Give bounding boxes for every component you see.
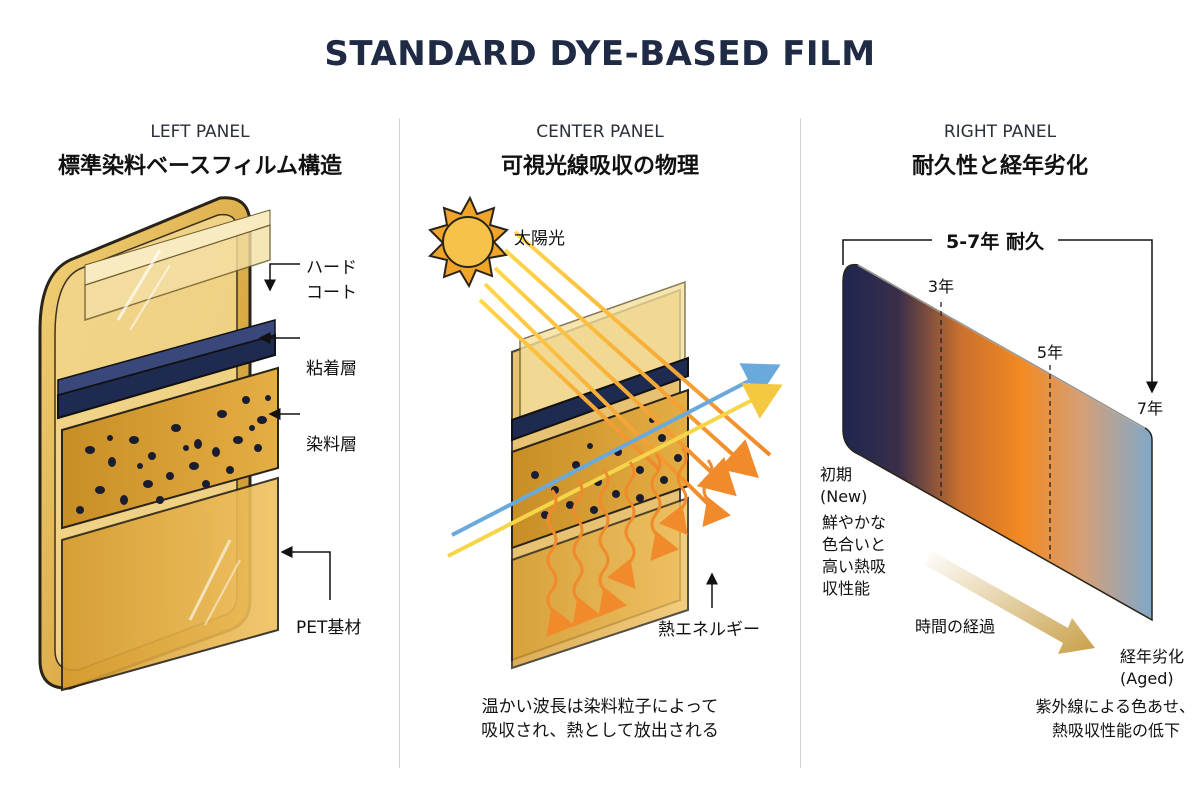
center-panel-title: 可視光線吸収の物理 [500, 154, 699, 179]
sun-icon [428, 195, 509, 289]
divider-left [399, 118, 400, 768]
label-new-3: 鮮やかな [822, 513, 886, 532]
label-hardcoat-2: コート [306, 283, 357, 303]
label-pet: PET基材 [296, 618, 361, 638]
absorption-illustration [428, 195, 783, 670]
label-new-5: 高い熱吸 [822, 557, 886, 576]
label-heat-energy: 熱エネルギー [658, 620, 760, 640]
divider-right [800, 118, 801, 768]
label-aged-4: 熱吸収性能の低下 [1052, 721, 1180, 740]
label-sunlight: 太陽光 [514, 229, 565, 249]
right-panel-label: RIGHT PANEL [943, 122, 1057, 142]
center-caption-line-1: 温かい波長は染料粒子によって [482, 697, 719, 717]
label-adhesive: 粘着層 [306, 359, 357, 379]
label-aged-3: 紫外線による色あせ、 [1035, 697, 1195, 716]
left-panel-label: LEFT PANEL [150, 122, 250, 142]
label-dye-layer: 染料層 [306, 435, 357, 455]
left-panel-title: 標準染料ベースフィルム構造 [57, 154, 343, 179]
label-year-7: 7年 [1137, 399, 1163, 418]
label-year-5: 5年 [1037, 343, 1063, 362]
time-arrow [925, 550, 1095, 654]
center-panel-label: CENTER PANEL [536, 122, 664, 142]
film-structure-illustration [38, 196, 331, 692]
label-new-6: 収性能 [822, 579, 870, 598]
label-aged-2: (Aged) [1120, 669, 1174, 688]
label-aged-1: 経年劣化 [1120, 647, 1184, 666]
label-new-4: 色合いと [822, 535, 886, 554]
dye-particles [76, 395, 271, 514]
label-year-3: 3年 [928, 277, 954, 296]
label-new-2: (New) [820, 487, 867, 506]
label-durability-span: 5-7年 耐久 [946, 230, 1045, 253]
center-caption-line-2: 吸収され、熱として放出される [481, 721, 719, 741]
page-title: STANDARD DYE-BASED FILM [324, 34, 876, 74]
pet-layer [61, 476, 279, 692]
label-new-1: 初期 [820, 465, 852, 484]
dye-layer [61, 366, 279, 530]
aging-film-strip [842, 263, 1153, 622]
label-hardcoat-1: ハード [306, 258, 357, 278]
durability-illustration [842, 239, 1158, 654]
heat-waves [546, 447, 731, 638]
right-panel-title: 耐久性と経年劣化 [911, 154, 1088, 179]
label-time-passage: 時間の経過 [915, 617, 995, 636]
